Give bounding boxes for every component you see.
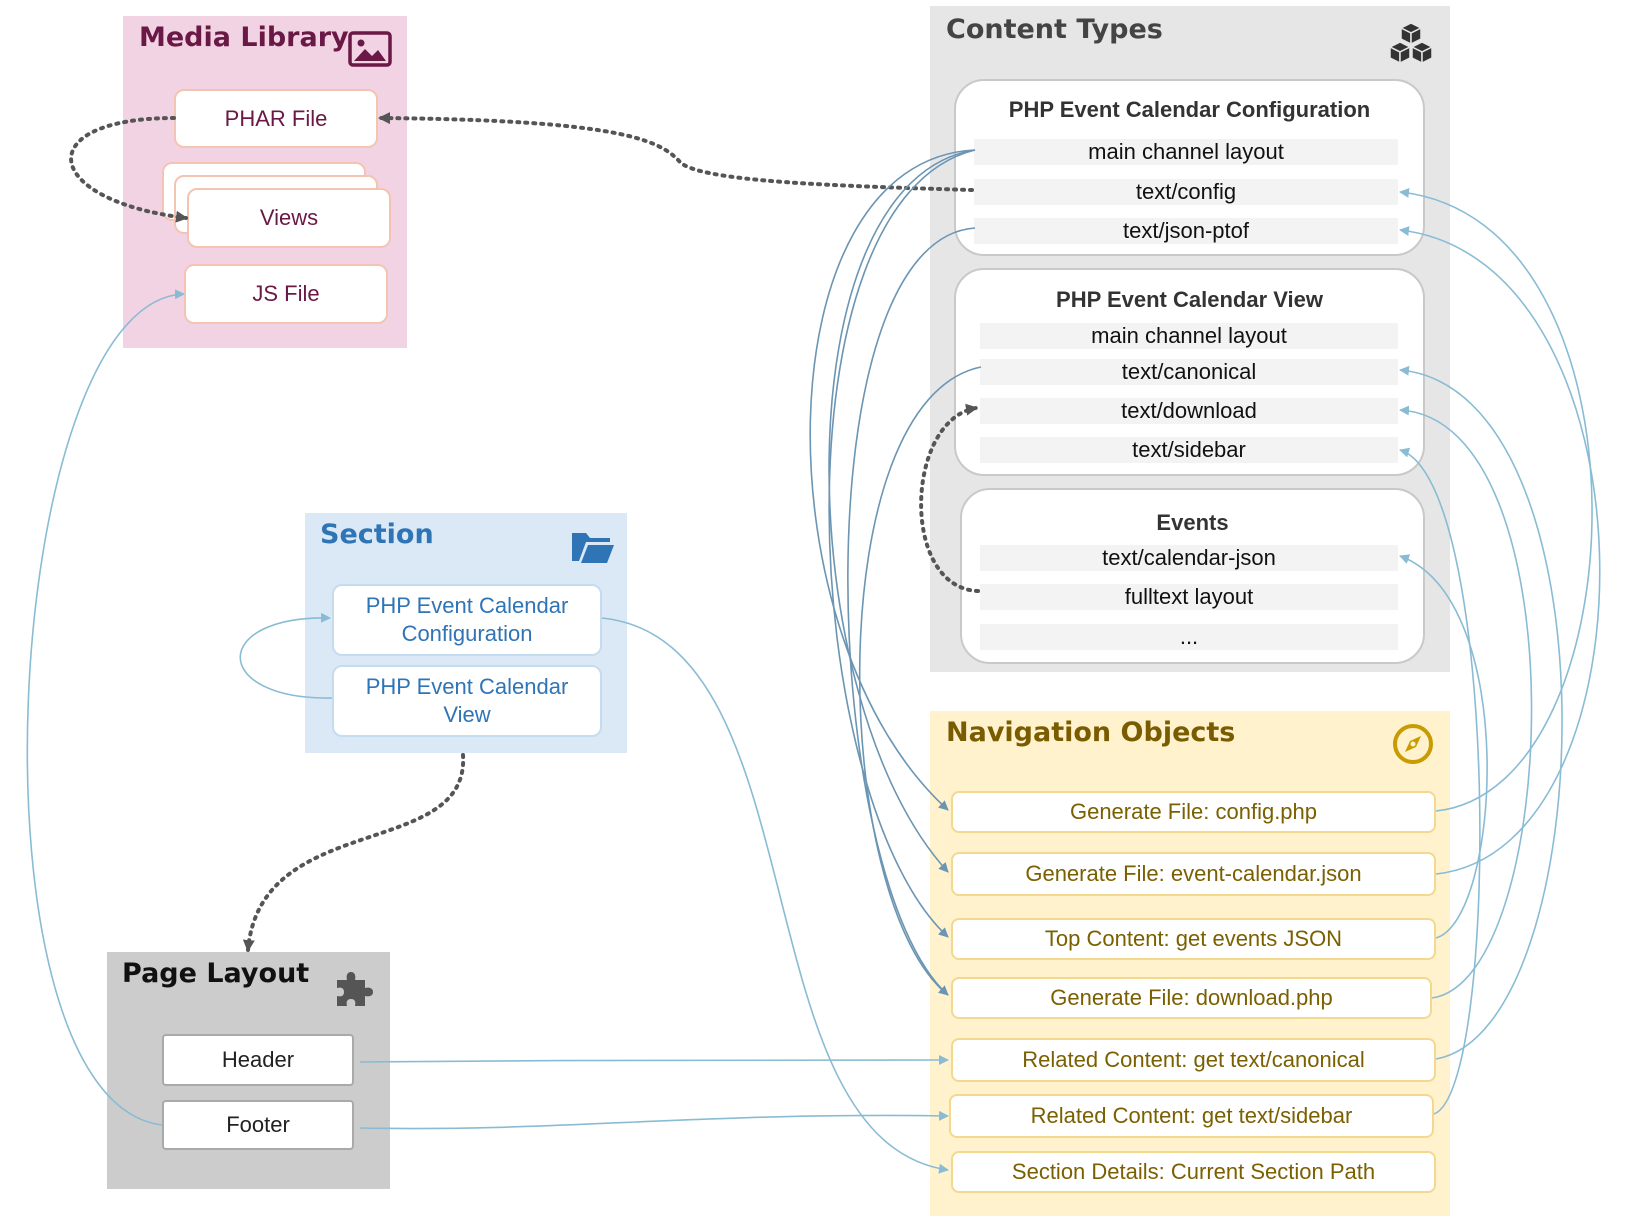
ct-config-title: PHP Event Calendar Configuration xyxy=(1008,97,1371,122)
ct-view-row-download[interactable]: text/download xyxy=(980,398,1398,424)
ct-events-row-fulltext[interactable]: fulltext layout xyxy=(980,584,1398,610)
ct-config-row-text-config[interactable]: text/config xyxy=(974,179,1398,205)
compass-icon xyxy=(1393,724,1433,764)
media-library-title: Media Library xyxy=(139,22,349,53)
ct-view-row-canonical[interactable]: text/canonical xyxy=(980,359,1398,385)
puzzle-icon xyxy=(337,972,373,1006)
layout-header-box[interactable]: Header xyxy=(162,1034,354,1086)
page-layout-panel: Page Layout Header Footer xyxy=(107,952,390,1189)
image-icon xyxy=(348,31,392,67)
nav-item-download-php[interactable]: Generate File: download.php xyxy=(951,977,1432,1019)
section-title: Section xyxy=(320,519,434,550)
ct-events-title: Events xyxy=(1156,510,1229,535)
link-text-config-to-phar xyxy=(378,112,974,192)
ct-events-row-more[interactable]: ... xyxy=(980,624,1398,650)
nav-item-related-sidebar[interactable]: Related Content: get text/sidebar xyxy=(949,1094,1434,1138)
nav-item-section-path[interactable]: Section Details: Current Section Path xyxy=(951,1151,1436,1193)
ct-view-title: PHP Event Calendar View xyxy=(1056,287,1323,312)
content-types-panel: Content Types PHP Event Calendar Configu… xyxy=(930,6,1450,672)
ct-events-row-calendar-json[interactable]: text/calendar-json xyxy=(980,545,1398,571)
folder-open-icon xyxy=(572,533,614,563)
section-item-config[interactable]: PHP Event Calendar Configuration xyxy=(332,584,602,656)
ct-config-group: PHP Event Calendar Configuration main ch… xyxy=(954,79,1425,256)
section-panel: Section PHP Event Calendar Configuration… xyxy=(305,513,627,753)
navigation-objects-title: Navigation Objects xyxy=(946,717,1236,748)
nav-item-related-canonical[interactable]: Related Content: get text/canonical xyxy=(951,1038,1436,1082)
media-library-panel: Media Library PHAR File Views JS File xyxy=(123,16,407,348)
nav-item-top-content[interactable]: Top Content: get events JSON xyxy=(951,918,1436,960)
views-box[interactable]: Views xyxy=(187,188,391,248)
page-layout-title: Page Layout xyxy=(122,958,310,989)
js-file-box[interactable]: JS File xyxy=(184,264,388,324)
ct-events-group: Events text/calendar-json fulltext layou… xyxy=(960,488,1425,664)
nav-item-config-php[interactable]: Generate File: config.php xyxy=(951,791,1436,833)
navigation-objects-panel: Navigation Objects Generate File: config… xyxy=(930,711,1450,1216)
ct-config-row-json-ptof[interactable]: text/json-ptof xyxy=(974,218,1398,244)
nav-item-event-calendar-json[interactable]: Generate File: event-calendar.json xyxy=(951,852,1436,896)
layout-footer-box[interactable]: Footer xyxy=(162,1100,354,1150)
cubes-icon xyxy=(1388,22,1434,65)
content-types-title: Content Types xyxy=(946,14,1163,45)
ct-view-row-sidebar[interactable]: text/sidebar xyxy=(980,437,1398,463)
phar-file-box[interactable]: PHAR File xyxy=(174,89,378,148)
ct-view-row-main-layout[interactable]: main channel layout xyxy=(980,323,1398,349)
ct-view-group: PHP Event Calendar View main channel lay… xyxy=(954,268,1425,476)
ct-config-row-main-layout[interactable]: main channel layout xyxy=(974,139,1398,165)
link-section-to-page-layout xyxy=(242,753,466,952)
section-item-view[interactable]: PHP Event Calendar View xyxy=(332,665,602,737)
